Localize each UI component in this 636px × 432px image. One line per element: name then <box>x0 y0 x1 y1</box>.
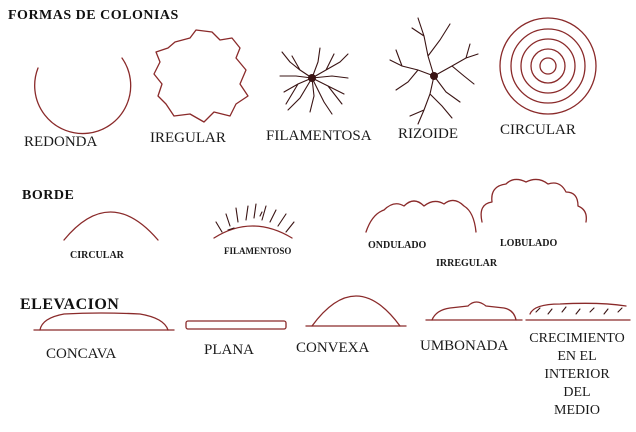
label-crecimiento-line-4: DEL <box>522 384 632 402</box>
label-borde-lobulado: LOBULADO <box>500 238 557 249</box>
label-borde-irregular: IRREGULAR <box>436 258 497 269</box>
border-filamentoso <box>214 204 294 238</box>
border-lobulado <box>481 179 586 222</box>
elevation-concava <box>34 313 174 330</box>
border-circular <box>64 212 158 240</box>
label-filamentosa: FILAMENTOSA <box>266 128 372 145</box>
shape-iregular <box>154 30 248 122</box>
label-borde-ondulado: ONDULADO <box>368 240 426 251</box>
shape-circular <box>500 18 596 114</box>
label-crecimiento-line-2: EN EL <box>522 348 632 366</box>
label-concava: CONCAVA <box>46 346 116 363</box>
label-plana: PLANA <box>204 342 254 359</box>
label-redonda: REDONDA <box>24 134 97 151</box>
shape-filamentosa <box>280 48 348 114</box>
elevation-convexa <box>306 296 406 326</box>
label-circular: CIRCULAR <box>500 122 576 139</box>
label-rizoide: RIZOIDE <box>398 126 458 143</box>
section-title-formas: FORMAS DE COLONIAS <box>8 8 179 24</box>
border-ondulado <box>366 200 476 232</box>
shape-rizoide <box>390 18 478 124</box>
label-borde-circular: CIRCULAR <box>70 250 124 261</box>
label-umbonada: UMBONADA <box>420 338 508 355</box>
shape-redonda <box>35 58 131 134</box>
label-crecimiento-line-3: INTERIOR <box>522 366 632 384</box>
label-crecimiento: CRECIMIENTO EN EL INTERIOR DEL MEDIO <box>522 330 632 420</box>
section-title-elevacion: ELEVACION <box>20 296 119 314</box>
elevation-crecimiento <box>526 303 630 320</box>
section-title-borde: BORDE <box>22 188 74 204</box>
label-iregular: IREGULAR <box>150 130 226 147</box>
elevation-plana <box>186 321 286 329</box>
label-convexa: CONVEXA <box>296 340 369 357</box>
label-borde-filamentoso: FILAMENTOSO <box>224 246 291 256</box>
label-crecimiento-line-5: MEDIO <box>522 402 632 420</box>
label-crecimiento-line-1: CRECIMIENTO <box>522 330 632 348</box>
elevation-umbonada <box>426 302 522 320</box>
